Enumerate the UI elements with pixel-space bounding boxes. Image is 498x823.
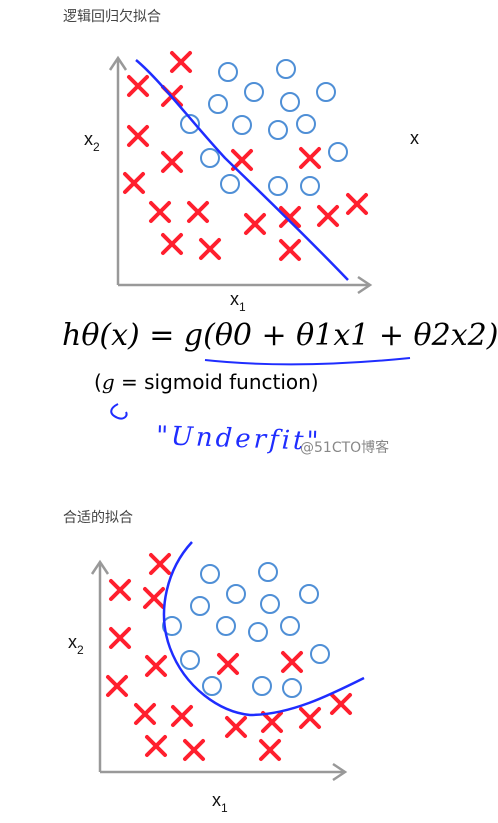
axes (108, 55, 373, 295)
note-text: = sigmoid function) (114, 370, 319, 394)
note-g: g (101, 370, 115, 394)
x2-axis-label: x2 (84, 129, 100, 154)
circle-mark-icon (310, 644, 330, 664)
x-axis-arrow-icon (357, 275, 373, 295)
circle-mark-icon (244, 82, 264, 102)
x-mark-icon (259, 739, 281, 761)
underfit-handwritten-label: "Underfit" (155, 421, 322, 457)
x-mark-icon (145, 655, 167, 677)
circle-mark-icon (220, 174, 240, 194)
circle-mark-icon (260, 594, 280, 614)
circle-mark-icon (218, 62, 238, 82)
note-open-paren: ( (94, 370, 102, 394)
good-fit-scatter-plot: x2 x1 (68, 541, 365, 815)
x-mark-icon (149, 553, 171, 575)
x-mark-icon (299, 147, 321, 169)
formula-underline (204, 357, 411, 366)
x-mark-icon (161, 151, 183, 173)
circle-mark-icon (248, 622, 268, 642)
circle-mark-icon (202, 676, 222, 696)
x-mark-icon (161, 233, 183, 255)
circle-mark-icon (299, 584, 319, 604)
x2-axis-label: x2 (68, 632, 84, 657)
x1-axis-label: x1 (230, 289, 246, 314)
circle-mark-icon (280, 92, 300, 112)
x-mark-icon (346, 193, 368, 215)
x-mark-icon (279, 206, 301, 228)
circle-mark-icon (268, 176, 288, 196)
g-scribble (110, 403, 128, 420)
x-mark-icon (127, 125, 149, 147)
circle-mark-icon (180, 650, 200, 670)
x-mark-icon (225, 716, 247, 738)
x-mark-icon (127, 75, 149, 97)
section-heading-good-fit: 合适的拟合 (63, 510, 133, 526)
x-mark-icon (217, 653, 239, 675)
y-axis-arrow-icon (90, 559, 110, 575)
x-mark-icon (171, 705, 193, 727)
circle-mark-icon (208, 94, 228, 114)
x-mark-icon (149, 201, 171, 223)
x-axis-arrow-icon (332, 762, 348, 782)
x-mark-icon (231, 149, 253, 171)
circle-mark-icon (232, 115, 252, 135)
circle-mark-icon (258, 562, 278, 582)
decision-boundary-curve (162, 541, 365, 717)
circle-mark-icon (282, 678, 302, 698)
x-mark-icon (109, 627, 131, 649)
circle-mark-icon (276, 59, 296, 79)
y-axis-arrow-icon (108, 55, 128, 71)
circle-mark-icon (162, 616, 182, 636)
circle-mark-icon (296, 114, 316, 134)
circle-mark-icon (180, 114, 200, 134)
circle-mark-icon (200, 148, 220, 168)
circle-markers (180, 59, 348, 196)
axes (90, 559, 348, 782)
circle-mark-icon (226, 584, 246, 604)
x-mark-icon (109, 579, 131, 601)
cross-markers (106, 553, 352, 761)
watermark: @51CTO博客 (300, 440, 390, 456)
x-mark-icon (134, 703, 156, 725)
x-mark-icon (170, 51, 192, 73)
x-mark-icon (123, 172, 145, 194)
circle-markers (162, 562, 330, 698)
sigmoid-note: (g = sigmoid function) (94, 370, 319, 394)
x-mark-icon (279, 239, 301, 261)
x-mark-icon (281, 651, 303, 673)
x-mark-icon (299, 707, 321, 729)
x1-axis-label: x1 (212, 790, 228, 815)
cross-markers (123, 51, 368, 261)
x-mark-icon (330, 693, 352, 715)
decision-boundary-line (135, 59, 349, 281)
x-mark-icon (244, 213, 266, 235)
x-mark-icon (199, 238, 221, 260)
circle-mark-icon (280, 616, 300, 636)
underfit-scatter-plot: x2 x1 x (84, 51, 419, 314)
circle-mark-icon (268, 120, 288, 140)
x-mark-icon (261, 711, 283, 733)
stray-x-label: x (410, 128, 419, 148)
underline-stroke (204, 357, 411, 366)
scribble-stroke (110, 403, 128, 420)
circle-mark-icon (328, 142, 348, 162)
x-mark-icon (145, 735, 167, 757)
circle-mark-icon (316, 82, 336, 102)
hypothesis-formula: hθ(x) = g(θ0 + θ1x1 + θ2x2) (62, 318, 498, 353)
section-heading-underfit: 逻辑回归欠拟合 (63, 9, 161, 25)
circle-mark-icon (252, 676, 272, 696)
x-mark-icon (143, 587, 165, 609)
x-mark-icon (183, 739, 205, 761)
x-mark-icon (187, 201, 209, 223)
x-mark-icon (317, 205, 339, 227)
circle-mark-icon (300, 176, 320, 196)
circle-mark-icon (200, 564, 220, 584)
x-mark-icon (106, 675, 128, 697)
circle-mark-icon (190, 596, 210, 616)
circle-mark-icon (216, 616, 236, 636)
